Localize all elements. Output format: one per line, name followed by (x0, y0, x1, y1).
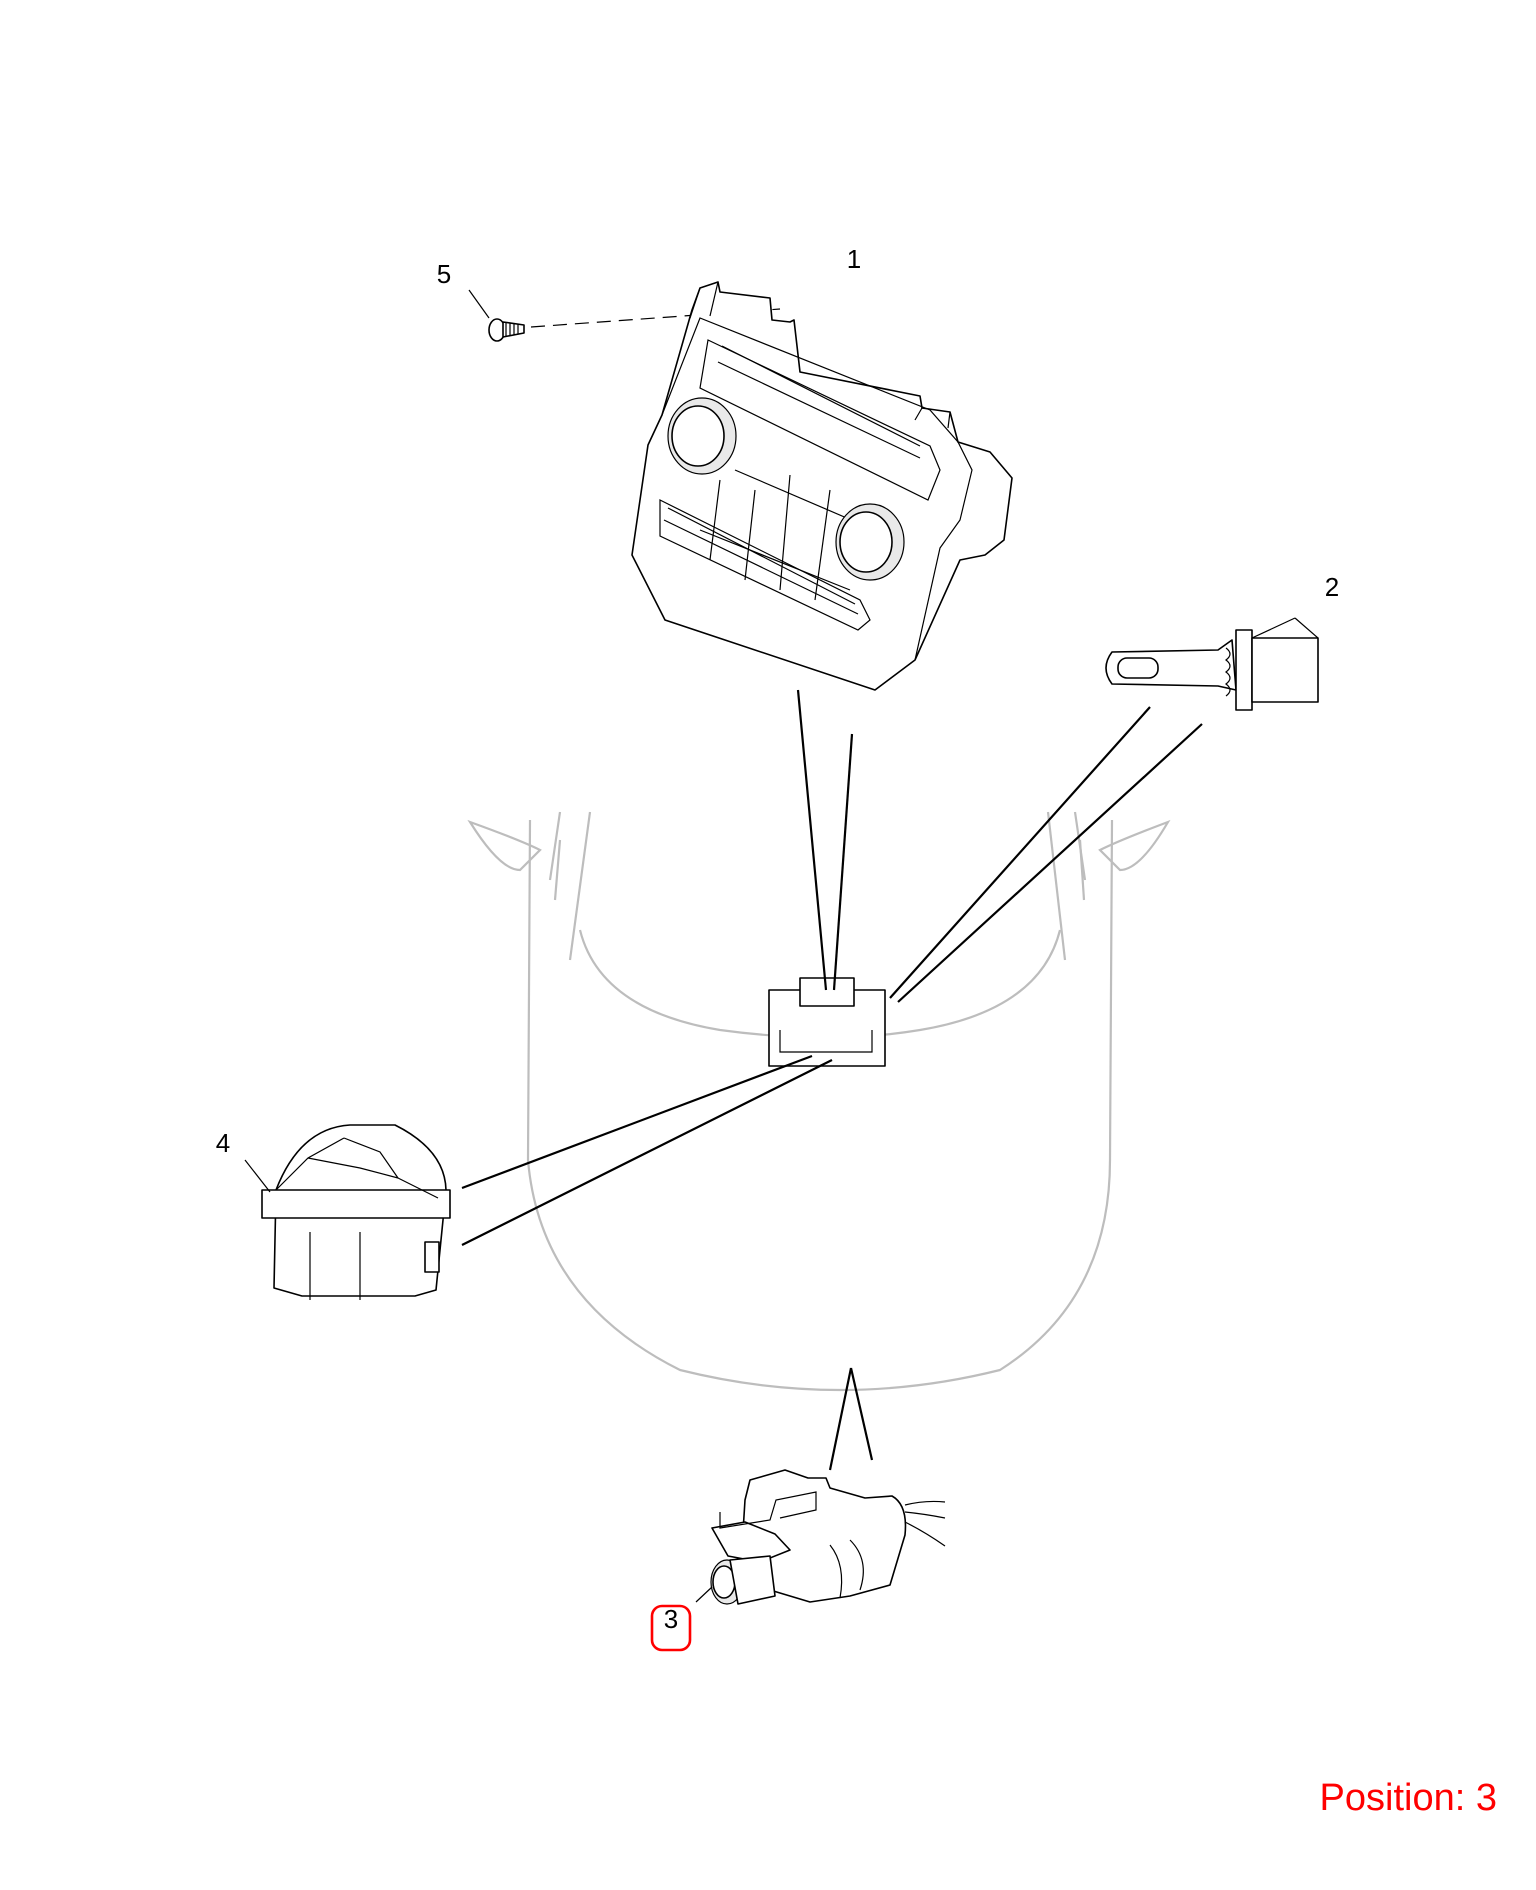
callout-4[interactable]: 4 (216, 1128, 230, 1158)
position-label: Position: 3 (1320, 1777, 1497, 1819)
callout-5[interactable]: 5 (437, 259, 451, 289)
callout-labels: 1 2 3 4 5 (216, 244, 1339, 1634)
location-box (768, 977, 886, 1067)
callout-2[interactable]: 2 (1325, 572, 1339, 602)
hvac-control-panel-part (631, 281, 1013, 691)
callout-1[interactable]: 1 (847, 244, 861, 274)
callout-highlight-box (650, 1604, 692, 1652)
temperature-sensor-part (695, 1469, 946, 1605)
sensor-part (1105, 617, 1319, 711)
callout-3[interactable]: 3 (664, 1604, 678, 1634)
sensor-cap-part (244, 1124, 451, 1300)
screw-part (468, 289, 525, 342)
vehicle-outline (467, 811, 1171, 1392)
